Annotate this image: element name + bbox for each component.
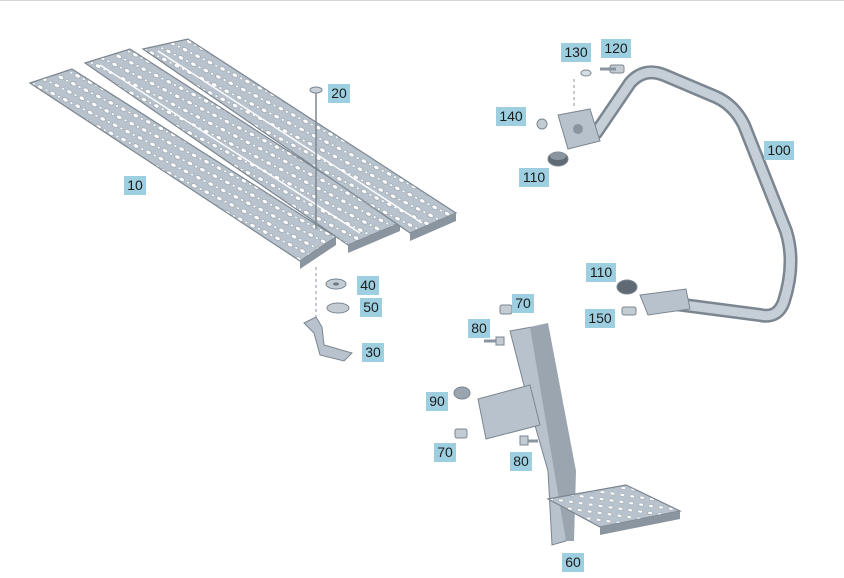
callout-120: 120 (601, 39, 631, 58)
floor-plates (28, 38, 458, 269)
callout-110a: 110 (519, 168, 549, 187)
fasteners-handle (536, 64, 638, 316)
callout-40: 40 (357, 276, 379, 295)
callout-90: 90 (426, 392, 448, 411)
callout-50: 50 (360, 298, 382, 317)
callout-70a: 70 (512, 294, 534, 313)
washer-50 (326, 302, 350, 314)
callout-140: 140 (496, 107, 526, 126)
callout-20: 20 (328, 84, 350, 103)
callout-150: 150 (585, 309, 615, 328)
bracket-30 (303, 316, 353, 362)
bolt-20 (309, 86, 323, 319)
fasteners-step (453, 304, 538, 446)
callout-60: 60 (562, 553, 584, 572)
washer-40 (325, 278, 347, 290)
grab-handle-100 (557, 65, 798, 323)
callout-130: 130 (561, 43, 591, 62)
callout-80b: 80 (510, 452, 532, 471)
callout-100: 100 (764, 141, 794, 160)
callout-10: 10 (124, 176, 146, 195)
callout-80a: 80 (468, 319, 490, 338)
step-60 (477, 323, 682, 546)
callout-30: 30 (362, 343, 384, 362)
callout-110b: 110 (586, 263, 616, 282)
callout-70b: 70 (434, 443, 456, 462)
